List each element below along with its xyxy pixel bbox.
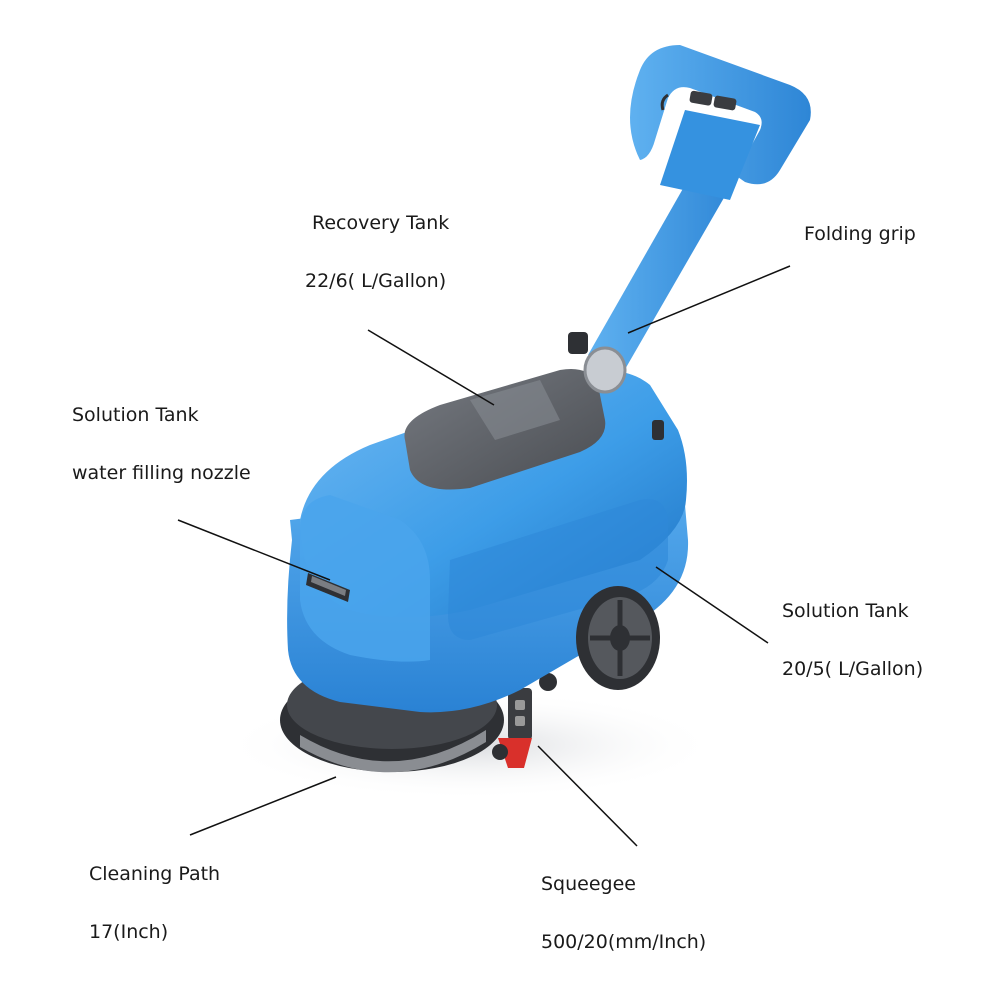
solution-tank-title: Solution Tank	[782, 600, 909, 622]
rear-wheel	[576, 586, 660, 690]
cleaning-path-size: 17(Inch)	[89, 921, 169, 943]
recovery-tank-lid-ridge	[470, 380, 560, 440]
leader-line-folding-grip	[627, 265, 791, 334]
solution-fill-subtitle: water filling nozzle	[72, 462, 251, 484]
machine-front-panel	[300, 495, 430, 662]
squeegee-title: Squeegee	[541, 873, 636, 895]
solution-tank-capacity: 20/5( L/Gallon)	[782, 658, 924, 680]
leader-line-solution-fill	[177, 519, 331, 581]
recovery-tank-title: Recovery Tank	[312, 212, 450, 234]
handle-assembly	[568, 45, 811, 440]
leader-line-cleaning-path	[189, 776, 337, 836]
machine-side-recess	[448, 499, 668, 640]
squeegee-assembly	[492, 673, 557, 768]
handle-hinge	[583, 346, 627, 394]
water-filling-nozzle	[306, 573, 350, 602]
recovery-tank-capacity: 22/6( L/Gallon)	[305, 270, 447, 292]
leader-line-squeegee	[537, 745, 638, 847]
leader-line-solution-tank	[655, 566, 769, 644]
folding-grip-title: Folding grip	[804, 223, 916, 245]
leader-line-recovery-tank	[367, 329, 495, 406]
cleaning-path-title: Cleaning Path	[89, 863, 221, 885]
brush-bristles	[300, 730, 486, 773]
solution-fill-title: Solution Tank	[72, 404, 199, 426]
squeegee-size: 500/20(mm/Inch)	[541, 931, 707, 953]
